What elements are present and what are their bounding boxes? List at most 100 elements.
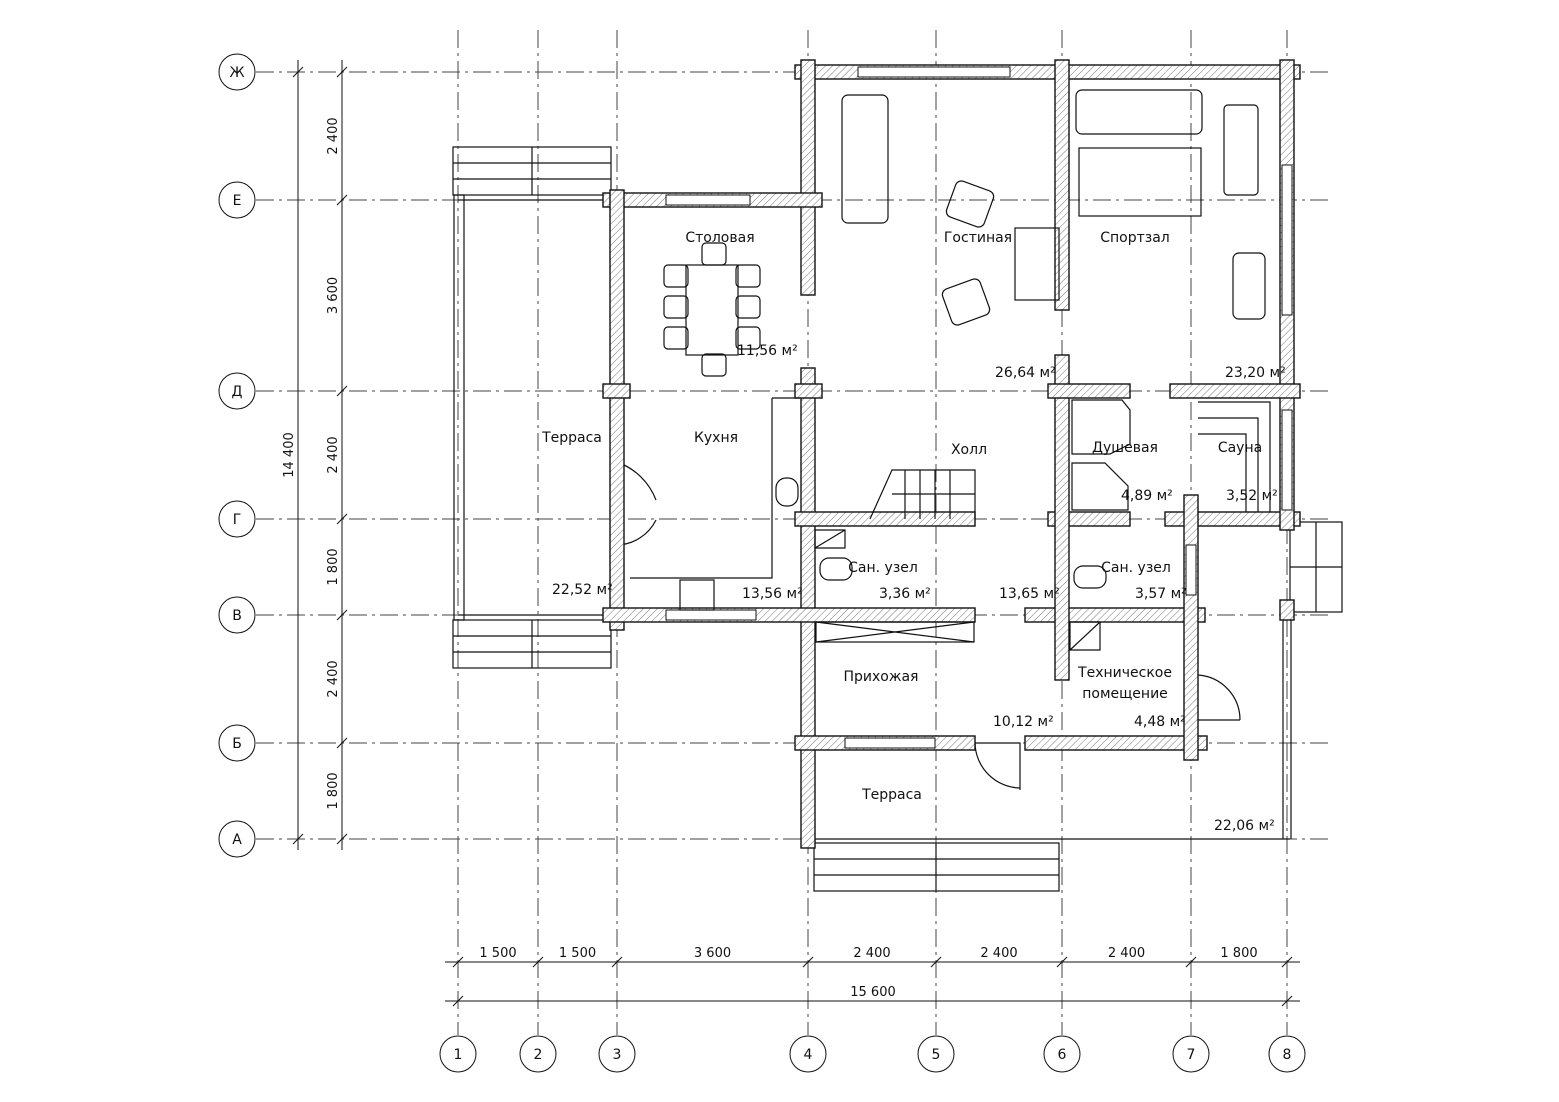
dimension-label: 2 400 [326, 436, 341, 473]
armchair [945, 180, 995, 228]
room-name: Техническое [1077, 665, 1172, 681]
room-name: Сан. узел [1101, 560, 1171, 576]
dimension-label: 2 400 [326, 660, 341, 697]
room-name: Спортзал [1100, 230, 1170, 246]
wall [794, 511, 976, 527]
axis-bubble [218, 500, 256, 538]
room-area: 13,65 м² [999, 586, 1060, 602]
axis-bubble [218, 596, 256, 634]
boiler [1069, 621, 1101, 651]
room-area: 26,64 м² [995, 365, 1056, 381]
axis-bubble [218, 820, 256, 858]
axis-label: Ж [229, 65, 244, 81]
axis-bubble [917, 1035, 955, 1073]
dimension-label: 1 500 [559, 946, 596, 961]
room-name: Прихожая [844, 669, 919, 685]
axis-label: 8 [1283, 1047, 1292, 1063]
axis-label: Е [233, 193, 242, 209]
room-name: Столовая [685, 230, 754, 246]
room-area: 3,36 м² [879, 586, 931, 602]
dimension-label: 2 400 [853, 946, 890, 961]
treadmill [1232, 252, 1266, 320]
sofa-living [841, 94, 889, 224]
axis-bubble [218, 372, 256, 410]
toilet-1 [819, 557, 853, 581]
furniture [630, 89, 1271, 651]
dimension-total: 15 600 [850, 985, 896, 1000]
wall [1169, 383, 1301, 399]
bench-press [1223, 104, 1259, 196]
wardrobe [815, 621, 975, 643]
axis-label: 6 [1058, 1047, 1067, 1063]
axis-label: Г [233, 512, 242, 528]
dimension-label: 1 800 [326, 548, 341, 585]
dimension-label: 1 500 [479, 946, 516, 961]
axis-bubble [519, 1035, 557, 1073]
wall [602, 383, 631, 399]
shower-2 [1071, 462, 1129, 511]
wall [794, 383, 823, 399]
axis-label: 1 [454, 1047, 463, 1063]
room-name: Кухня [694, 430, 738, 446]
sink-wc [814, 529, 846, 549]
chairs [663, 242, 761, 377]
room-area: 13,56 м² [742, 586, 803, 602]
room-area: 22,52 м² [552, 582, 613, 598]
sofa-gym [1075, 89, 1203, 135]
axis-bubble [789, 1035, 827, 1073]
room-area: 11,56 м² [737, 343, 798, 359]
room-name: Терраса [541, 430, 602, 446]
wall [602, 607, 976, 623]
dimension-label: 2 400 [326, 117, 341, 154]
room-name: Душевая [1092, 440, 1158, 456]
axis-label: Д [232, 384, 243, 400]
room-area: 4,48 м² [1134, 714, 1186, 730]
fireplace [1014, 227, 1060, 301]
axis-label: Б [232, 736, 242, 752]
toilet-2 [1073, 565, 1107, 589]
stove [679, 579, 715, 611]
wall [800, 59, 816, 296]
dining-table [685, 264, 739, 356]
wall [1024, 735, 1208, 751]
bottom-terrace [803, 521, 1343, 892]
sauna-benches [1198, 401, 1271, 512]
axis-label: 5 [932, 1047, 941, 1063]
room-area: 10,12 м² [993, 714, 1054, 730]
wall [1279, 599, 1295, 621]
dimension-label: 3 600 [694, 946, 731, 961]
grid-axes [256, 30, 1330, 1035]
sink [775, 477, 799, 507]
axis-label: В [232, 608, 242, 624]
room-area: 3,57 м² [1135, 586, 1187, 602]
axis-label: 3 [613, 1047, 622, 1063]
dimension-label: 1 800 [1220, 946, 1257, 961]
room-name: Холл [951, 442, 987, 458]
wall [1054, 59, 1070, 311]
room-area: 4,89 м² [1121, 488, 1173, 504]
axis-bubble [1172, 1035, 1210, 1073]
axis-bubble [1268, 1035, 1306, 1073]
room-name: Гостиная [944, 230, 1012, 246]
wall [1183, 494, 1199, 761]
axis-label: А [232, 832, 242, 848]
wall [1047, 383, 1131, 399]
room-labels: Столовая 11,56 м² Гостиная 26,64 м² Спор… [541, 230, 1286, 834]
dimension-lines: 1 500 1 500 3 600 2 400 2 400 2 400 1 800 15 60… [282, 60, 1300, 1007]
axis-label: 4 [804, 1047, 813, 1063]
axis-bubble [218, 53, 256, 91]
wall [1164, 511, 1301, 527]
armchair [941, 278, 991, 326]
dimension-label: 3 600 [326, 277, 341, 314]
dimension-label: 2 400 [1108, 946, 1145, 961]
rug [1078, 147, 1202, 217]
room-name: Сауна [1218, 440, 1262, 456]
room-name: помещение [1082, 686, 1168, 702]
wall [609, 189, 625, 631]
wall [1054, 354, 1070, 681]
axis-bubble [598, 1035, 636, 1073]
dimension-total: 14 400 [282, 432, 297, 478]
windows [665, 66, 1293, 749]
